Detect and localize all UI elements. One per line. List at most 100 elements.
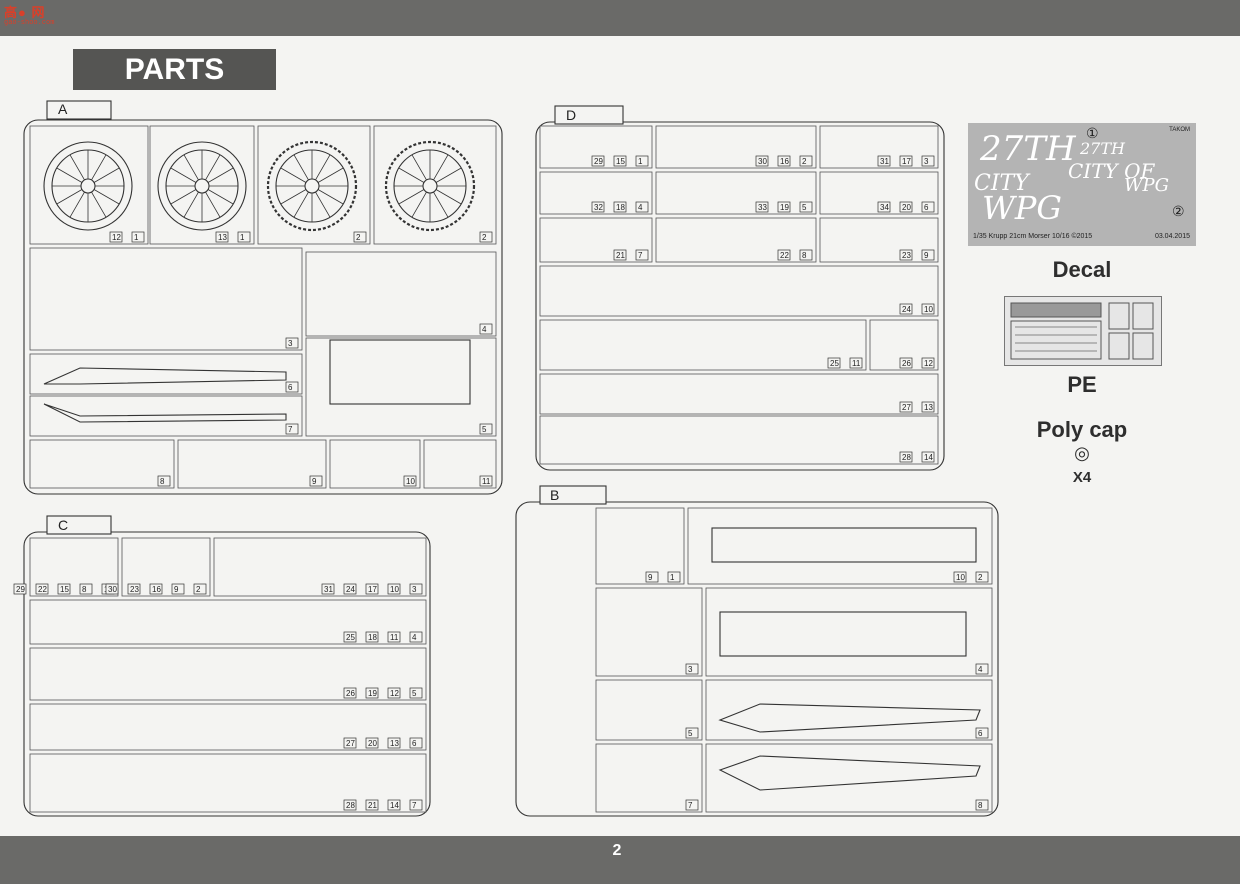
part-number-tag bbox=[685, 727, 699, 739]
polycap-quantity: X4 bbox=[1072, 469, 1092, 486]
part-number-c: 11 bbox=[390, 633, 399, 642]
wheel-spoke bbox=[69, 154, 85, 181]
carriage-b5 bbox=[719, 611, 967, 657]
part-number-tag bbox=[285, 337, 299, 349]
decal-text-2: CITY bbox=[974, 171, 1029, 196]
sprue-cell bbox=[539, 319, 867, 371]
wheel-spoke bbox=[435, 167, 462, 183]
site-logo: 高● 网 gao-shoo.com bbox=[4, 2, 74, 34]
part-number-a: 6 bbox=[288, 383, 293, 392]
wheel-spoke bbox=[280, 167, 307, 183]
wheel-spoke bbox=[411, 154, 427, 181]
sprue-cell bbox=[539, 171, 653, 215]
sprue-frame-d bbox=[535, 121, 945, 471]
part-number-tag bbox=[343, 583, 357, 595]
part-number-tag bbox=[921, 451, 935, 463]
part-number-d: 31 bbox=[880, 157, 889, 166]
part-number-d: 6 bbox=[924, 203, 929, 212]
part-number-tag bbox=[479, 323, 493, 335]
part-number-tag bbox=[755, 201, 769, 213]
decal-label: Decal bbox=[1052, 257, 1112, 282]
part-number-tag bbox=[237, 231, 251, 243]
part-number-tag bbox=[921, 249, 935, 261]
wheel-spoke bbox=[183, 191, 199, 218]
decal-text-6: WPG bbox=[1124, 175, 1169, 196]
part-number-d: 13 bbox=[924, 403, 933, 412]
decal-sheet: 27TH CITY WPG 27TH CITY OF WPG ① ② TAKOM… bbox=[968, 123, 1196, 246]
part-number-d: 4 bbox=[638, 203, 643, 212]
part-number-tag bbox=[403, 475, 417, 487]
sprue-frame-b bbox=[515, 501, 999, 817]
wheel bbox=[157, 141, 247, 231]
part-number-tag bbox=[79, 583, 93, 595]
part-number-c: 19 bbox=[368, 689, 377, 698]
wheel-spoke bbox=[170, 167, 197, 183]
part-number-tag bbox=[613, 155, 627, 167]
decal-caption: 1/35 Krupp 21cm Morser 10/16 ©2015 bbox=[973, 233, 1093, 240]
part-number-tag bbox=[899, 155, 913, 167]
part-number-tag bbox=[309, 475, 323, 487]
part-number-tag bbox=[777, 201, 791, 213]
part-number-c: 3 bbox=[412, 585, 417, 594]
sprue-cell bbox=[177, 439, 327, 489]
part-number-d: 7 bbox=[638, 251, 643, 260]
sprue-cell bbox=[257, 125, 371, 245]
part-number-tag bbox=[387, 687, 401, 699]
sprue-cell bbox=[539, 415, 939, 465]
sprue-cell bbox=[687, 507, 993, 585]
part-number-tag bbox=[613, 249, 627, 261]
part-number-tag bbox=[613, 201, 627, 213]
sprue-cell bbox=[29, 599, 427, 645]
part-number-d: 21 bbox=[616, 251, 625, 260]
sprue-cell bbox=[539, 217, 653, 263]
part-number-c: 16 bbox=[152, 585, 161, 594]
wheel-hub bbox=[194, 178, 210, 194]
part-number-tag bbox=[591, 155, 605, 167]
part-number-tag bbox=[899, 249, 913, 261]
pe-fret bbox=[1004, 296, 1162, 366]
part-number-c: 27 bbox=[346, 739, 355, 748]
part-number-tag bbox=[131, 231, 145, 243]
wheel-spoke bbox=[435, 189, 462, 205]
sprue-cell bbox=[29, 647, 427, 701]
part-number-d: 2 bbox=[802, 157, 807, 166]
wheel-spoke bbox=[183, 154, 199, 181]
sprue-cell bbox=[29, 753, 427, 813]
part-number-c: 9 bbox=[174, 585, 179, 594]
part-number-a: 11 bbox=[482, 477, 491, 486]
wheel-spoke bbox=[207, 167, 234, 183]
wheel-spoke bbox=[69, 191, 85, 218]
sprue-letter-a: A bbox=[58, 101, 68, 117]
sprue-frame-c bbox=[23, 531, 431, 817]
sprue-cell bbox=[819, 217, 939, 263]
wheel-spoke bbox=[280, 189, 307, 205]
part-number-tag bbox=[479, 475, 493, 487]
bottom-footer-bar bbox=[0, 836, 1240, 884]
part-number-a: 8 bbox=[160, 477, 165, 486]
sprue-frame-a bbox=[23, 119, 503, 495]
part-number-d: 16 bbox=[780, 157, 789, 166]
wheel-spoke bbox=[293, 191, 309, 218]
sprue-cell bbox=[869, 319, 939, 371]
part-number-a: 1 bbox=[134, 233, 139, 242]
part-number-tag bbox=[13, 583, 27, 595]
sprue-cell bbox=[655, 217, 817, 263]
logo-subtext: gao-shoo.com bbox=[4, 19, 55, 27]
part-number-tag bbox=[899, 201, 913, 213]
sprue-cell bbox=[213, 537, 427, 597]
part-number-d: 18 bbox=[616, 203, 625, 212]
sprue-cell bbox=[29, 703, 427, 751]
part-number-tag bbox=[409, 687, 423, 699]
sprue-tab-a bbox=[46, 100, 112, 120]
part-number-tag bbox=[635, 249, 649, 261]
part-number-tag bbox=[321, 583, 335, 595]
part-number-tag bbox=[285, 381, 299, 393]
wheel-spoke bbox=[205, 191, 221, 218]
part-number-tag bbox=[387, 631, 401, 643]
part-number-tag bbox=[127, 583, 141, 595]
part-number-c: 17 bbox=[368, 585, 377, 594]
part-number-c: 5 bbox=[412, 689, 417, 698]
part-number-tag bbox=[409, 799, 423, 811]
part-number-d: 33 bbox=[758, 203, 767, 212]
sprue-cell bbox=[29, 125, 149, 245]
